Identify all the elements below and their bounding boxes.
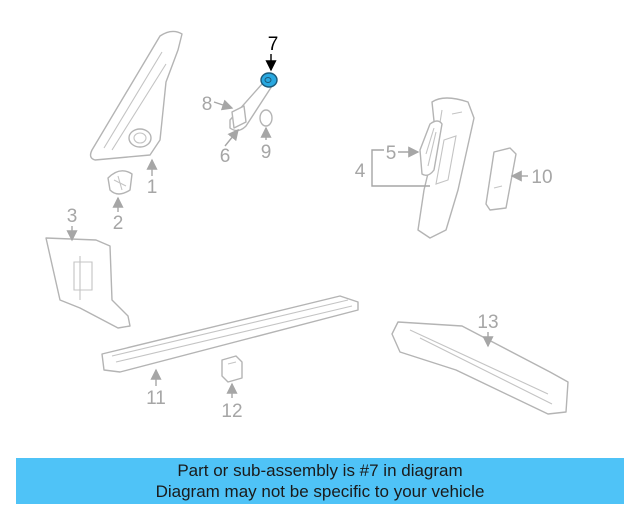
part-12-bracket (221, 355, 243, 383)
part-13-sill-molding (391, 321, 569, 415)
callout-3: 3 (67, 206, 78, 227)
banner-line-2: Diagram may not be specific to your vehi… (155, 482, 485, 501)
part-1-a-pillar-trim (89, 30, 183, 161)
leader-8 (213, 99, 234, 111)
callout-10: 10 (531, 167, 552, 188)
callout-7: 7 (268, 34, 279, 55)
part-4-b-pillar-trim (417, 97, 475, 239)
part-5-belt-guide (419, 120, 443, 177)
callout-4: 4 (355, 161, 366, 182)
parts-diagram: 1 2 3 4 5 6 7 8 9 10 11 12 13 (45, 30, 569, 422)
part-7-highlighted-cap (260, 72, 278, 88)
callout-6: 6 (220, 146, 231, 167)
callout-1: 1 (147, 177, 158, 198)
info-banner: Part or sub-assembly is #7 in diagram Di… (16, 458, 624, 504)
callout-8: 8 (202, 94, 213, 115)
callout-9: 9 (261, 142, 272, 163)
leader-6 (224, 128, 239, 147)
banner-line-1: Part or sub-assembly is #7 in diagram (177, 461, 463, 480)
part-6-trim-piece (229, 83, 273, 132)
part-11-sill-plate (101, 295, 359, 373)
callout-2: 2 (113, 213, 124, 234)
part-3-kick-panel (45, 237, 131, 329)
callout-12: 12 (221, 401, 242, 422)
callout-5: 5 (386, 143, 397, 164)
part-10-cover (485, 147, 517, 211)
callout-13: 13 (477, 312, 498, 333)
leader-4 (371, 149, 430, 187)
part-2-clip (107, 170, 133, 195)
callout-11: 11 (146, 388, 166, 409)
part-9-plug (259, 109, 273, 127)
